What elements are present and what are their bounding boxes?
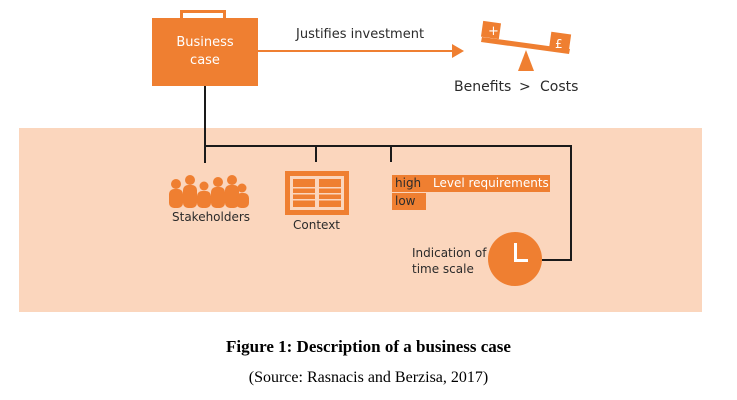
context-label: Context <box>293 218 341 232</box>
arrow-label: Justifies investment <box>296 27 425 42</box>
connector-to-clock <box>542 259 572 261</box>
clock-hand-horizontal <box>514 259 528 262</box>
context-table-icon <box>285 171 349 215</box>
connector-horizontal-top <box>204 145 572 147</box>
stakeholders-label: Stakeholders <box>172 210 251 224</box>
briefcase-handle <box>180 10 226 19</box>
business-case-box: Business case <box>152 18 258 86</box>
figure-caption-title: Figure 1: Description of a business case <box>226 337 511 356</box>
benefits-label: Benefits <box>454 79 512 95</box>
diagram-background-band <box>19 128 702 312</box>
time-scale-label-line2: time scale <box>412 262 474 276</box>
connector-right-down <box>570 145 572 261</box>
pound-sign: £ <box>555 37 563 51</box>
time-scale-label-line1: Indication of <box>412 246 487 260</box>
stakeholders-people-icon <box>169 175 249 208</box>
balance-scale-icon: + £ <box>480 20 572 71</box>
level-low-box: low <box>392 193 426 210</box>
costs-label: Costs <box>540 79 579 95</box>
arrowhead-icon <box>452 44 464 58</box>
clock-icon <box>488 232 542 286</box>
business-case-line2: case <box>190 53 220 68</box>
greater-than-symbol: > <box>519 79 531 95</box>
figure-caption-source: (Source: Rasnacis and Berzisa, 2017) <box>248 369 489 386</box>
plus-sign: + <box>488 24 499 39</box>
connector-context-drop <box>315 145 317 162</box>
connector-vertical-main <box>204 86 206 163</box>
justifies-arrow-line <box>258 50 454 52</box>
business-case-line1: Business <box>176 35 234 50</box>
clock-hand-vertical <box>514 243 517 261</box>
level-high-box: high <box>392 175 426 192</box>
connector-level-drop <box>390 145 392 162</box>
level-requirements-bar: Level requirements <box>426 175 550 192</box>
